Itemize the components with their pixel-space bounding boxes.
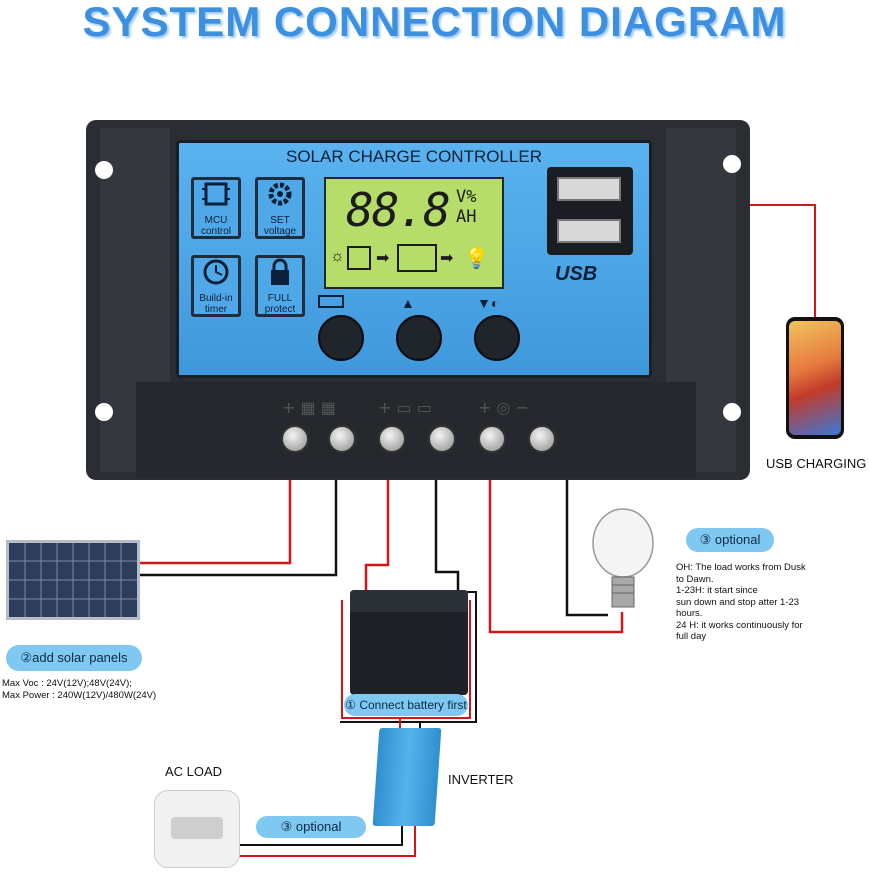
rice-cooker xyxy=(154,790,240,868)
load-mode-notes: OH: The load works from Dusk to Dawn. 1-… xyxy=(676,562,806,642)
lcd-unit-top: V% xyxy=(456,187,477,207)
usb-ports xyxy=(547,167,633,255)
terminal-solar-positive xyxy=(281,425,309,453)
smartphone xyxy=(786,317,844,439)
solar-panel xyxy=(6,540,140,620)
solar-panel-icon xyxy=(347,246,371,270)
clock-icon xyxy=(203,259,229,285)
up-button[interactable] xyxy=(396,315,442,361)
terminal-battery-positive xyxy=(378,425,406,453)
optional-load-label: ③ optional xyxy=(686,528,774,552)
bulb-icon: 💡 xyxy=(464,246,489,270)
lock-icon xyxy=(271,258,289,285)
solar-red-wire xyxy=(140,480,292,565)
inverter xyxy=(372,728,442,826)
battery-frame-red xyxy=(341,600,471,719)
usb-port-1[interactable] xyxy=(557,177,621,201)
menu-icon xyxy=(318,295,344,308)
gear-icon xyxy=(268,182,292,206)
usb-port-2[interactable] xyxy=(557,219,621,243)
light-bulb xyxy=(592,508,654,608)
lcd-flow-icons: ☼ ➡ ➡ 💡 xyxy=(330,244,489,272)
button-legends: ▲ ▼◐ xyxy=(318,295,499,311)
battery-label: ① Connect battery first xyxy=(344,694,468,716)
chip-icon xyxy=(202,182,230,206)
battery xyxy=(350,590,468,695)
arrow-right-icon: ➡ xyxy=(376,250,389,267)
terminal-battery-negative xyxy=(428,425,456,453)
inverter-label: INVERTER xyxy=(448,772,514,787)
lcd-unit-bottom: AH xyxy=(456,207,477,227)
battery-icon xyxy=(397,244,437,272)
svg-text:+ ▭ ▭: + ▭ ▭ xyxy=(378,398,432,417)
phone-screen xyxy=(789,321,841,435)
terminal-load-negative xyxy=(528,425,556,453)
usb-logo: USB xyxy=(555,263,598,285)
battery-black-wire xyxy=(434,480,460,592)
up-icon: ▲ xyxy=(401,295,415,311)
lcd-digits: 88.8 xyxy=(346,183,451,237)
arrow-right-icon-2: ➡ xyxy=(440,250,453,267)
controller-panel: SOLAR CHARGE CONTROLLER MCU control SET … xyxy=(176,140,652,378)
ac-red-wire xyxy=(238,826,416,857)
load-red-wire xyxy=(488,480,624,634)
svg-text:+ ◎ −: + ◎ − xyxy=(478,398,529,417)
cooker-control-panel xyxy=(171,817,223,839)
solar-label: ②add solar panels xyxy=(6,645,142,671)
down-button[interactable] xyxy=(474,315,520,361)
diagram-title: SYSTEM CONNECTION DIAGRAM xyxy=(82,0,787,45)
ac-black-wire xyxy=(238,826,403,846)
svg-text:+ ▦ ▦: + ▦ ▦ xyxy=(282,398,336,417)
sun-icon: ☼ xyxy=(330,248,345,265)
load-black-wire xyxy=(565,480,608,617)
panel-title: SOLAR CHARGE CONTROLLER xyxy=(286,147,542,166)
terminal-load-positive xyxy=(478,425,506,453)
solar-grid xyxy=(9,543,137,617)
menu-button[interactable] xyxy=(318,315,364,361)
battery-red-wire xyxy=(364,480,390,592)
down-icon: ▼◐ xyxy=(477,295,499,311)
usb-charging-label: USB CHARGING xyxy=(766,456,867,471)
optional-inverter-label: ③ optional xyxy=(256,816,366,838)
lcd-display: 88.8 V% AH ☼ ➡ ➡ 💡 xyxy=(324,177,504,289)
terminal-solar-negative xyxy=(328,425,356,453)
solar-specs: Max Voc : 24V(12V);48V(24V); Max Power :… xyxy=(2,678,157,701)
solar-black-wire xyxy=(140,480,338,577)
battery-frame-black xyxy=(340,591,477,723)
ac-load-label: AC LOAD xyxy=(165,764,223,779)
